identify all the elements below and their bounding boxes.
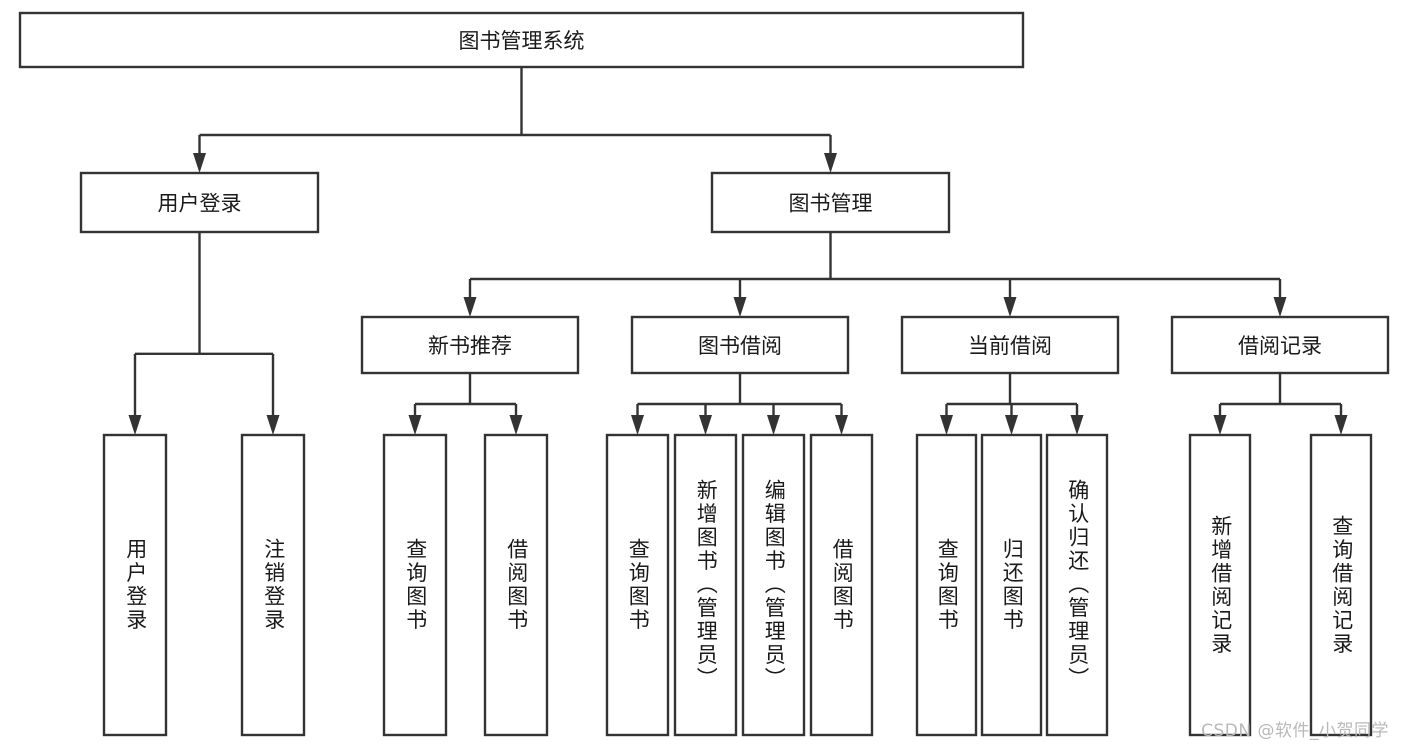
edge-arrow-book-manage-current-borrow: [1003, 297, 1017, 317]
node-box-leaf-user-logout[interactable]: [240, 433, 306, 737]
edge-arrow-book-manage-book-borrow: [733, 297, 747, 317]
node-label-new-book-rec: 新书推荐: [428, 334, 512, 358]
edge-arrow-book-borrow-leaf-borrow-book: [835, 415, 848, 435]
edge-arrow-current-borrow-leaf-confirm-return: [1070, 415, 1084, 435]
node-box-leaf-borrow-book-rec[interactable]: [483, 433, 549, 737]
edge-arrow-root-user-login: [193, 153, 206, 173]
edge-arrow-current-borrow-leaf-return-book: [1005, 415, 1018, 435]
edge-arrow-book-manage-borrow-record: [1273, 297, 1287, 317]
node-label-current-borrow: 当前借阅: [968, 334, 1052, 358]
node-label-root: 图书管理系统: [459, 29, 585, 53]
edge-arrow-book-borrow-leaf-edit-book: [767, 415, 780, 435]
node-box-leaf-query-book-rec[interactable]: [382, 433, 448, 737]
node-boxes-layer: [18, 11, 1390, 737]
node-label-book-borrow: 图书借阅: [698, 334, 782, 358]
csdn-watermark: CSDN @软件_小贺同学: [1201, 721, 1389, 741]
node-box-book-manage[interactable]: [710, 171, 951, 234]
edge-arrow-book-manage-new-book-rec: [463, 297, 477, 317]
node-box-current-borrow[interactable]: [900, 315, 1120, 375]
node-box-leaf-edit-book[interactable]: [741, 433, 806, 737]
edge-arrow-new-book-rec-leaf-borrow-book-rec: [509, 415, 523, 435]
node-box-leaf-query-borrow-record[interactable]: [1309, 433, 1373, 737]
connector-lines-layer: [128, 67, 1348, 435]
edge-arrow-borrow-record-leaf-add-borrow-record: [1213, 415, 1227, 435]
node-label-user-login: 用户登录: [158, 192, 242, 216]
edge-arrow-book-borrow-leaf-add-book: [699, 415, 712, 435]
node-box-leaf-user-login[interactable]: [102, 433, 168, 737]
edge-arrow-current-borrow-leaf-query-book-current: [940, 415, 953, 435]
edge-arrow-user-login-leaf-user-login: [128, 415, 142, 435]
node-box-leaf-add-borrow-record[interactable]: [1188, 433, 1252, 737]
node-box-leaf-add-book[interactable]: [673, 433, 738, 737]
node-box-borrow-record[interactable]: [1170, 315, 1390, 375]
node-label-borrow-record: 借阅记录: [1238, 334, 1322, 358]
node-box-root[interactable]: [18, 11, 1025, 69]
node-box-leaf-return-book[interactable]: [980, 433, 1043, 737]
node-label-book-manage: 图书管理: [789, 192, 873, 216]
node-box-book-borrow[interactable]: [630, 315, 850, 375]
edge-arrow-book-borrow-leaf-query-book-borrow: [631, 415, 644, 435]
node-box-leaf-query-book-borrow[interactable]: [605, 433, 670, 737]
edge-arrow-user-login-leaf-user-logout: [266, 415, 280, 435]
node-box-leaf-confirm-return[interactable]: [1045, 433, 1109, 737]
node-box-new-book-rec[interactable]: [360, 315, 580, 375]
node-box-user-login[interactable]: [79, 171, 320, 234]
edge-arrow-borrow-record-leaf-query-borrow-record: [1334, 415, 1348, 435]
node-box-leaf-query-book-current[interactable]: [915, 433, 978, 737]
edge-arrow-new-book-rec-leaf-query-book-rec: [408, 415, 422, 435]
node-box-leaf-borrow-book[interactable]: [809, 433, 874, 737]
edge-arrow-root-book-manage: [824, 153, 837, 173]
